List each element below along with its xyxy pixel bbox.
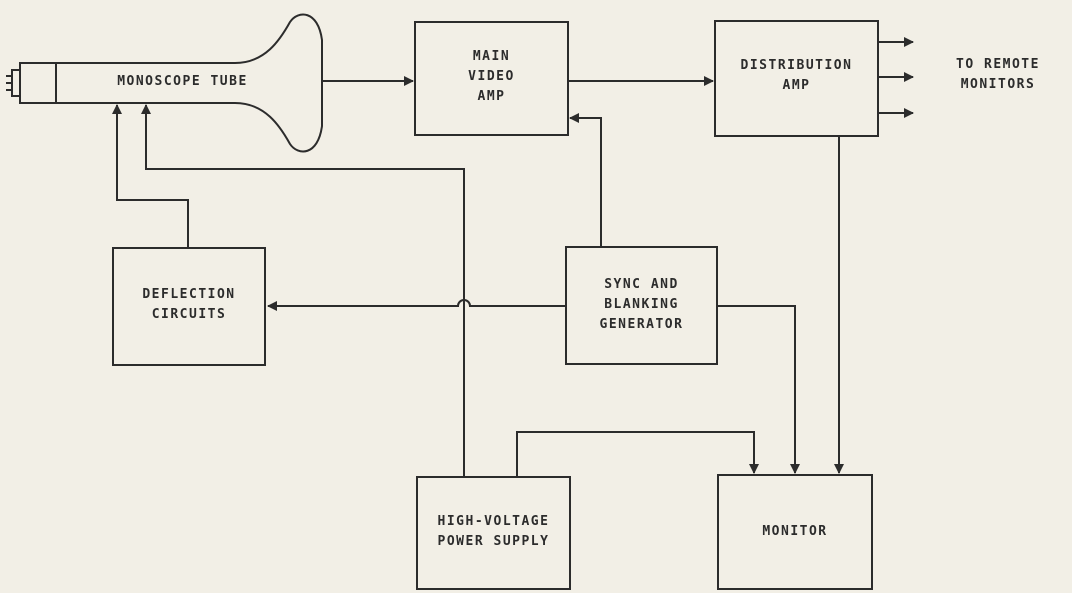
main-video-amp-line2: VIDEO bbox=[468, 69, 515, 84]
sync-line2: BLANKING bbox=[604, 297, 679, 312]
arrow-deflection-to-tube bbox=[112, 104, 189, 248]
arrow-hv-to-tube bbox=[141, 104, 465, 477]
main-video-amp-line1: MAIN bbox=[472, 49, 511, 64]
monoscope-tube bbox=[6, 13, 323, 153]
arrow-sync-to-deflection bbox=[267, 299, 566, 311]
monitor-box bbox=[717, 474, 873, 590]
hv-line1: HIGH-VOLTAGE bbox=[437, 514, 550, 529]
distribution-amp-box bbox=[714, 20, 879, 137]
hv-supply-box bbox=[416, 476, 571, 590]
main-video-amp-line3: AMP bbox=[477, 89, 506, 104]
distribution-amp-label: DISTRIBUTION AMP bbox=[715, 56, 878, 96]
arrow-sync-to-video-amp bbox=[569, 113, 602, 247]
monoscope-tube-label: MONOSCOPE TUBE bbox=[117, 74, 248, 89]
monitor-line1: MONITOR bbox=[762, 524, 828, 539]
arrow-hv-to-monitor bbox=[516, 431, 759, 477]
hv-supply-label: HIGH-VOLTAGE POWER SUPPLY bbox=[417, 512, 570, 552]
deflection-line2: CIRCUITS bbox=[151, 307, 227, 322]
arrow-sync-to-monitor bbox=[717, 305, 800, 474]
monitor-label: MONITOR bbox=[718, 522, 872, 542]
distribution-amp-line1: DISTRIBUTION bbox=[740, 58, 853, 73]
remote-line1: TO REMOTE bbox=[956, 57, 1040, 72]
deflection-line1: DEFLECTION bbox=[142, 287, 236, 302]
remote-line2: MONITORS bbox=[960, 77, 1036, 92]
main-video-amp-label: MAIN VIDEO AMP bbox=[415, 47, 568, 107]
tube-base bbox=[11, 69, 21, 97]
hv-line2: POWER SUPPLY bbox=[437, 534, 550, 549]
sync-line1: SYNC AND bbox=[604, 277, 679, 292]
main-video-amp-box bbox=[414, 21, 569, 136]
deflection-circuits-label: DEFLECTION CIRCUITS bbox=[113, 285, 265, 325]
distribution-amp-line2: AMP bbox=[782, 78, 811, 93]
tube-envelope bbox=[56, 13, 323, 153]
sync-generator-label: SYNC AND BLANKING GENERATOR bbox=[566, 275, 717, 335]
sync-line3: GENERATOR bbox=[599, 317, 684, 332]
tube-neck-end bbox=[19, 62, 57, 104]
remote-monitors-label: TO REMOTE MONITORS bbox=[930, 55, 1066, 95]
